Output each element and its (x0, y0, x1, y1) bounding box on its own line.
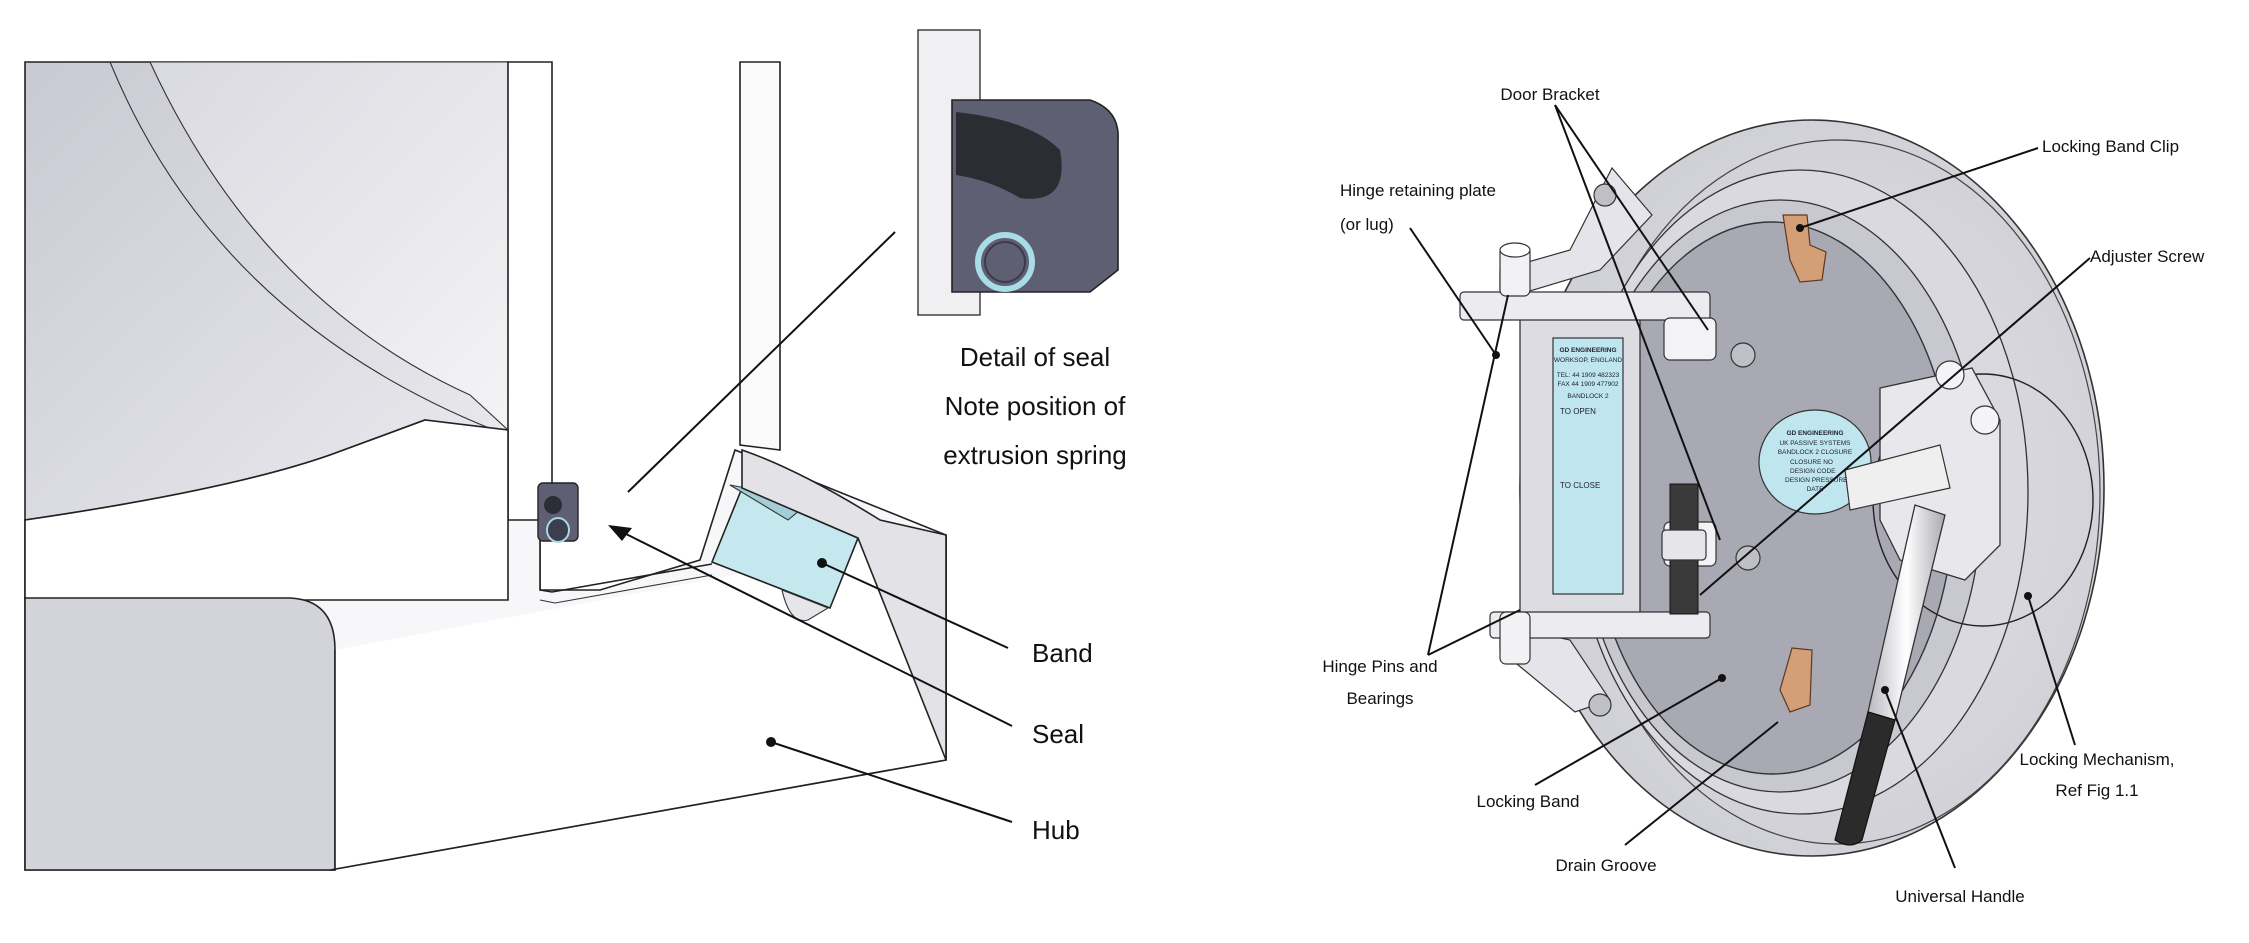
hub-inner-curve (149, 61, 509, 432)
band-clamp (741, 448, 947, 761)
universal-handle-grip (1834, 711, 1896, 846)
instruction-plate-text: GD ENGINEERING WORKSOP, ENGLAND TEL: 44 … (1554, 347, 1622, 490)
bolt-top (1593, 183, 1617, 207)
hinge-pins-leader-a (1427, 294, 1509, 656)
door-bracket-leader-b (1554, 104, 1721, 541)
plate-tel: TEL: 44 1909 482323 (1557, 372, 1620, 379)
right-leaders (1409, 104, 2091, 869)
detail-extrusion-spring (975, 232, 1035, 292)
drain-groove-leader (1624, 721, 1779, 846)
label-hinge-plate-line-2: (or lug) (1340, 215, 1394, 234)
label-universal-handle: Universal Handle (1895, 887, 2024, 906)
plate-town: WORKSOP, ENGLAND (1554, 357, 1622, 364)
label-hinge-plate-line-1: Hinge retaining plate (1340, 181, 1496, 200)
bolt-left-bottom (1588, 693, 1612, 717)
adjuster-nut (1661, 529, 1707, 561)
mechanism-pin-top (1935, 360, 1965, 390)
plate-to-close: TO CLOSE (1560, 481, 1600, 490)
label-locking-band-clip: Locking Band Clip (2042, 137, 2179, 156)
hub-upper-strip (24, 419, 509, 601)
detail-caption-line-3: extrusion spring (943, 440, 1127, 470)
plate-maker: GD ENGINEERING (1559, 347, 1616, 354)
locking-mechanism-dot (2024, 592, 2032, 600)
detail-pointer-line (627, 231, 896, 493)
disc-line-3: BANDLOCK 2 CLOSURE (1778, 449, 1853, 456)
label-drain-groove: Drain Groove (1555, 856, 1656, 875)
locking-band-dot (1718, 674, 1726, 682)
bolt-right-mid (1735, 545, 1761, 571)
locking-mechanism-leader (2027, 595, 2076, 746)
label-band: Band (1032, 638, 1093, 668)
label-hinge-pins-line-1: Hinge Pins and (1322, 657, 1437, 676)
locking-band-clip-leader (1799, 147, 2039, 229)
universal-handle-leader (1884, 689, 1956, 869)
disc-maker: GD ENGINEERING (1786, 430, 1843, 437)
hinge-pins-leader-b (1427, 609, 1521, 656)
detail-caption-line-2: Note position of (945, 391, 1126, 421)
hinge-pin-top-cap (1499, 242, 1531, 258)
locking-band-clip-top (1782, 214, 1827, 283)
label-locking-mechanism-line-1: Locking Mechanism, (2020, 750, 2175, 769)
locking-band-leader (1534, 677, 1723, 786)
label-adjuster-screw: Adjuster Screw (2090, 247, 2205, 266)
seal-spring-small (546, 517, 570, 543)
plate-fax: FAX 44 1909 477902 (1557, 381, 1618, 388)
label-locking-band: Locking Band (1476, 792, 1579, 811)
hub-section-view (24, 29, 1119, 871)
hinge-pin-bottom (1499, 611, 1531, 665)
detail-seal-groove (956, 112, 1062, 199)
label-locking-mechanism-line-2: Ref Fig 1.1 (2055, 781, 2138, 800)
band-leader (821, 562, 1009, 649)
disc-line-2: UK PASSIVE SYSTEMS (1779, 440, 1851, 447)
detail-caption: Detail of seal Note position of extrusio… (943, 342, 1127, 470)
locking-band-clip-dot (1796, 224, 1804, 232)
label-hinge-pins-line-2: Bearings (1346, 689, 1413, 708)
mechanism-shaft (1844, 444, 1951, 511)
detail-extrusion-spring-inner (984, 241, 1026, 283)
seal-spring-dot (544, 496, 562, 514)
bolt-right-top (1730, 342, 1756, 368)
disc-closure-no: CLOSURE NO (1790, 459, 1833, 466)
universal-handle-dot (1881, 686, 1889, 694)
hub-outer-curve (109, 61, 521, 441)
label-seal: Seal (1032, 719, 1084, 749)
hinge-top-bar (1459, 291, 1711, 321)
disc-date: DATE (1807, 486, 1825, 493)
disc-design-pressure: DESIGN PRESSURE (1785, 477, 1848, 484)
detail-caption-line-1: Detail of seal (960, 342, 1110, 372)
bracket-block-top (1663, 317, 1717, 361)
adjuster-screw-leader (1699, 257, 2091, 596)
hub-leader-dot (766, 737, 776, 747)
mechanism-pin-right (1970, 405, 2000, 435)
locking-band-clip-bottom (1779, 647, 1813, 713)
hub-groove (24, 597, 336, 871)
disc-design-code: DESIGN CODE (1790, 468, 1836, 475)
band-leader-dot (817, 558, 827, 568)
hub-leader (770, 741, 1013, 823)
hub-wall-face (739, 61, 781, 451)
channel-line (539, 563, 713, 593)
hinge-plate-leader (1409, 227, 1497, 356)
instruction-plate (1552, 337, 1624, 595)
plate-model: BANDLOCK 2 (1567, 393, 1609, 400)
closure-assembly (1459, 119, 2105, 857)
seal-arrowhead (608, 525, 632, 541)
label-door-bracket: Door Bracket (1500, 85, 1599, 104)
left-leaders (608, 231, 1013, 823)
seal-leader (613, 527, 1013, 727)
door-bracket-leader-a (1554, 104, 1709, 331)
channel-line-lower (539, 574, 713, 604)
nameplate-disc-text: GD ENGINEERING UK PASSIVE SYSTEMS BANDLO… (1778, 430, 1853, 493)
nameplate-disc (1758, 409, 1872, 515)
plate-to-open: TO OPEN (1560, 407, 1596, 416)
label-hub: Hub (1032, 815, 1080, 845)
